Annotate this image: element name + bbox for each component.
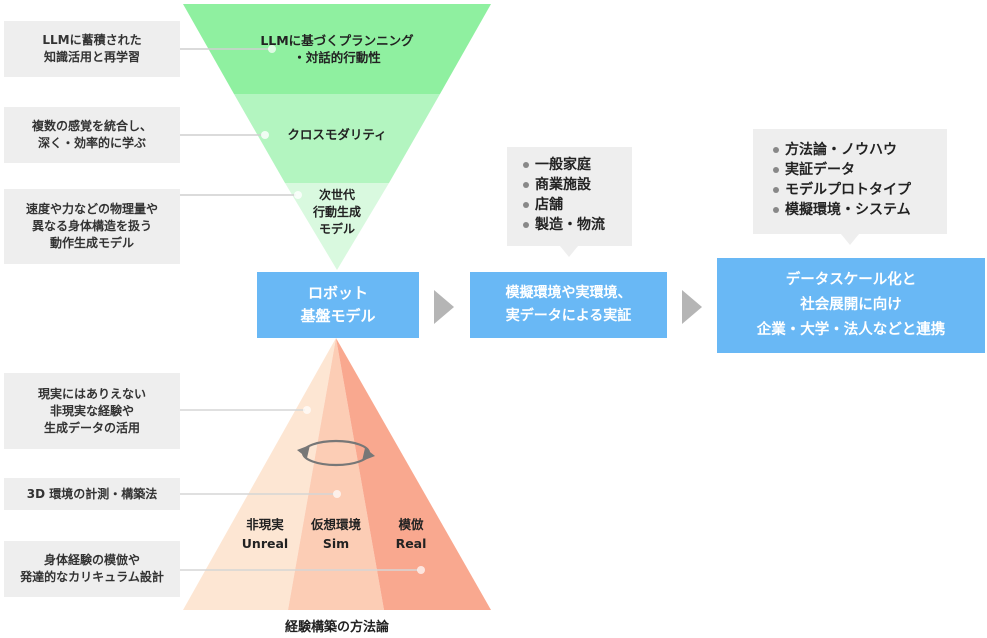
- note-3-line-1: 速度や力などの物理量や: [25, 202, 158, 216]
- connector-dot-5: [333, 490, 341, 498]
- bubble-1-item: 商業施設: [523, 175, 632, 195]
- bubble-2-item-3: モデルプロトタイプ: [785, 182, 911, 198]
- col-3-en: Real: [395, 536, 427, 551]
- connector-dot-3: [294, 191, 302, 199]
- note-4-line-2: 非現実な経験や: [49, 403, 134, 418]
- note-1-line-1: LLMに蓄積された: [42, 33, 142, 47]
- box-1-line-2: 基盤モデル: [300, 307, 376, 325]
- pyramid-right: [336, 338, 491, 610]
- layer-1-line-1: LLMに基づくプランニング: [260, 33, 414, 48]
- environment-list-bubble: 一般家庭 商業施設 店舗 製造・物流: [507, 147, 632, 257]
- bubble-1-tail: [560, 246, 578, 257]
- layer-2-label: クロスモダリティ: [257, 126, 417, 143]
- connector-dot-1: [268, 45, 276, 53]
- bubble-1-item-1: 一般家庭: [535, 157, 591, 173]
- bubble-2-item-2: 実証データ: [785, 162, 855, 178]
- flow-arrow-2: [682, 290, 702, 324]
- layer-3-line-3: モデル: [318, 222, 355, 236]
- note-4-line-3: 生成データの活用: [43, 420, 140, 435]
- layer-3-label: 次世代 行動生成 モデル: [297, 187, 377, 238]
- bubble-2-item-1: 方法論・ノウハウ: [785, 142, 897, 158]
- bubble-1-item-4: 製造・物流: [535, 217, 605, 233]
- pyramid-col-unreal: 非現実 Unreal: [232, 515, 298, 553]
- layer-2-line-1: クロスモダリティ: [287, 127, 387, 142]
- layer-3-line-2: 行動生成: [312, 205, 361, 219]
- pyramid-col-real: 模倣 Real: [378, 515, 444, 553]
- connector-dot-6: [417, 566, 425, 574]
- connector-dot-2: [261, 131, 269, 139]
- bubble-1-item: 製造・物流: [523, 215, 632, 235]
- bubble-2-item-4: 模擬環境・システム: [785, 202, 911, 218]
- note-5-line-1: 3D 環境の計測・構築法: [26, 486, 158, 501]
- note-body-imitation: 身体経験の模倣や 発達的なカリキュラム設計: [4, 541, 180, 597]
- box-1-line-1: ロボット: [307, 284, 368, 302]
- col-2-ja: 仮想環境: [310, 517, 361, 532]
- note-llm-knowledge: LLMに蓄積された 知識活用と再学習: [4, 21, 180, 77]
- bubble-1-item: 店舗: [523, 195, 632, 215]
- cycle-arrowhead-left: [297, 445, 310, 458]
- bubble-1-item-2: 商業施設: [535, 177, 591, 193]
- bubble-1-item: 一般家庭: [523, 155, 632, 175]
- flow-arrow-1: [434, 290, 454, 324]
- note-3-line-2: 異なる身体構造を扱う: [31, 219, 152, 233]
- bubble-2-item: 方法論・ノウハウ: [773, 140, 947, 160]
- note-6-line-1: 身体経験の模倣や: [43, 553, 140, 567]
- inverted-triangle-layer-1: [183, 4, 491, 94]
- pyramid-left: [183, 338, 336, 610]
- bubble-1-item-3: 店舗: [535, 197, 563, 213]
- pyramid-caption: 経験構築の方法論: [284, 620, 389, 635]
- layer-1-line-2: ・対話的行動性: [293, 50, 381, 65]
- col-2-en: Sim: [322, 536, 350, 551]
- note-3-line-3: 動作生成モデル: [49, 236, 134, 250]
- inverted-triangle-layer-3: [285, 183, 389, 270]
- note-4-line-1: 現実にはありえない: [37, 386, 146, 401]
- note-unreal-experience: 現実にはありえない 非現実な経験や 生成データの活用: [4, 373, 180, 449]
- col-1-en: Unreal: [241, 536, 289, 551]
- col-1-ja: 非現実: [246, 517, 284, 532]
- box-3-line-1: データスケール化と: [785, 272, 917, 288]
- bubble-2-item: 模擬環境・システム: [773, 200, 947, 220]
- note-2-line-1: 複数の感覚を統合し、: [31, 119, 152, 133]
- bubble-2-tail: [841, 234, 859, 245]
- pyramid-middle: [288, 338, 384, 610]
- box-3-line-2: 社会展開に向け: [800, 297, 902, 313]
- note-motion-generation: 速度や力などの物理量や 異なる身体構造を扱う 動作生成モデル: [4, 189, 180, 264]
- layer-3-line-1: 次世代: [318, 188, 355, 202]
- note-3d-environment: 3D 環境の計測・構築法: [4, 478, 180, 510]
- validation-box: 模擬環境や実環境、 実データによる実証: [470, 272, 667, 338]
- robot-foundation-model-box: ロボット 基盤モデル: [257, 272, 419, 338]
- outputs-list-bubble: 方法論・ノウハウ 実証データ モデルプロトタイプ 模擬環境・システム: [753, 129, 947, 245]
- note-2-line-2: 深く・効率的に学ぶ: [37, 136, 146, 150]
- bubble-2-item: モデルプロトタイプ: [773, 180, 947, 200]
- note-multisensory: 複数の感覚を統合し、 深く・効率的に学ぶ: [4, 107, 180, 163]
- note-6-line-2: 発達的なカリキュラム設計: [20, 570, 164, 584]
- inverted-triangle-layer-2: [234, 94, 440, 183]
- social-deployment-box: データスケール化と 社会展開に向け 企業・大学・法人などと連携: [717, 258, 985, 353]
- box-3-line-3: 企業・大学・法人などと連携: [756, 322, 946, 338]
- box-2-line-1: 模擬環境や実環境、: [505, 285, 632, 301]
- box-2-line-2: 実データによる実証: [505, 308, 632, 324]
- connector-dot-4: [303, 406, 311, 414]
- col-3-ja: 模倣: [398, 517, 424, 532]
- cycle-arrowhead-right: [362, 448, 375, 461]
- bubble-2-item: 実証データ: [773, 160, 947, 180]
- note-1-line-2: 知識活用と再学習: [43, 50, 140, 64]
- pyramid-col-sim: 仮想環境 Sim: [300, 515, 372, 553]
- layer-1-label: LLMに基づくプランニング ・対話的行動性: [237, 32, 437, 66]
